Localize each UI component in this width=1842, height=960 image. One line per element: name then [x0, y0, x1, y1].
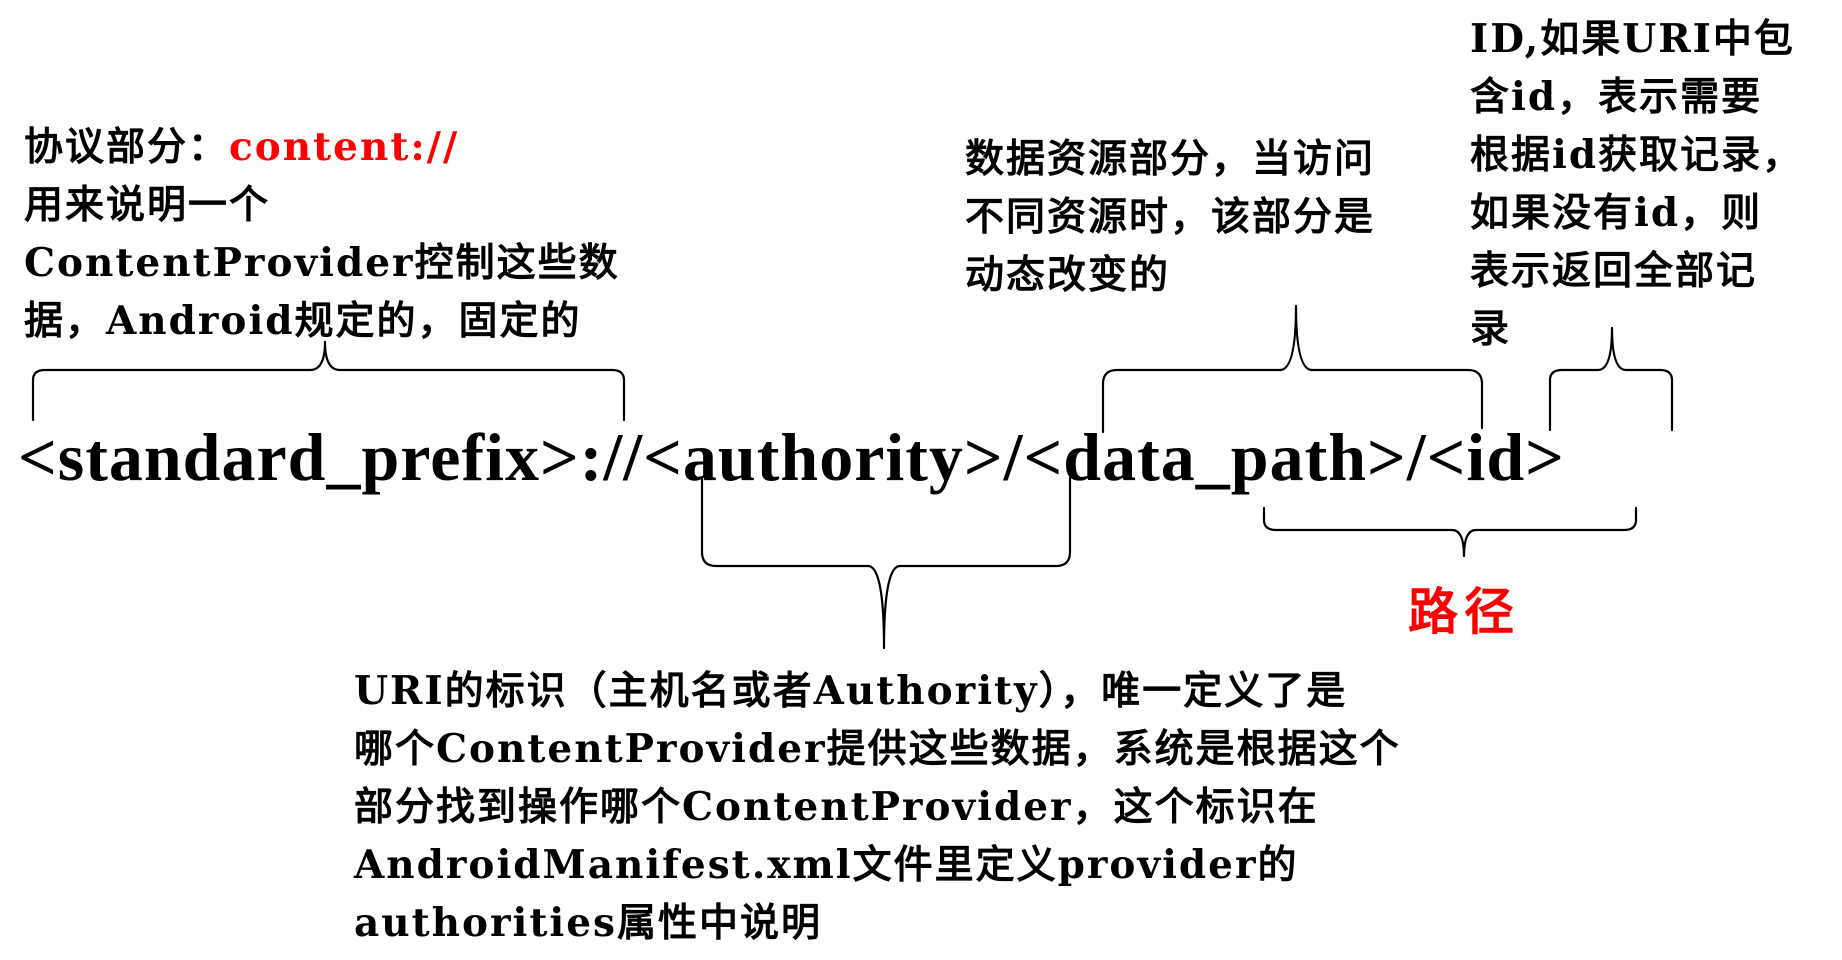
data-path-annotation: 数据资源部分，当访问 不同资源时，该部分是 动态改变的 [965, 130, 1375, 304]
protocol-annotation-line-2: 用来说明一个 [24, 182, 271, 228]
id-brace [1548, 326, 1674, 432]
path-brace [1262, 506, 1638, 558]
standard-prefix-brace [31, 340, 626, 422]
id-annotation-line-1: ID,如果URI中包 [1470, 16, 1795, 62]
id-annotation-line-2: 含id，表示需要 [1470, 74, 1763, 120]
id-annotation-line-4: 如果没有id，则 [1470, 190, 1763, 236]
authority-annotation-line-5: authorities属性中说明 [354, 900, 822, 946]
authority-annotation-line-2: 哪个ContentProvider提供这些数据，系统是根据这个 [354, 726, 1401, 772]
id-annotation-line-3: 根据id获取记录， [1470, 132, 1804, 178]
protocol-annotation-prefix: 协议部分： [24, 124, 230, 170]
authority-annotation-line-1: URI的标识（主机名或者Authority），唯一定义了是 [354, 668, 1348, 714]
protocol-annotation-line-3: ContentProvider控制这些数 [24, 240, 620, 286]
protocol-annotation: 协议部分：content:// 用来说明一个 ContentProvider控制… [24, 118, 620, 350]
protocol-annotation-line-1: 协议部分：content:// [24, 118, 620, 176]
authority-annotation-line-4: AndroidManifest.xml文件里定义provider的 [354, 842, 1299, 888]
authority-annotation: URI的标识（主机名或者Authority），唯一定义了是 哪个ContentP… [354, 662, 1401, 952]
authority-brace [700, 476, 1072, 650]
id-annotation-line-5: 表示返回全部记 [1470, 248, 1758, 294]
data-path-brace [1101, 304, 1484, 434]
protocol-scheme-highlight: content:// [229, 124, 460, 170]
data-path-annotation-line-3: 动态改变的 [965, 252, 1171, 298]
data-path-annotation-line-2: 不同资源时，该部分是 [965, 194, 1376, 240]
protocol-annotation-line-4: 据，Android规定的，固定的 [24, 298, 582, 344]
data-path-annotation-line-1: 数据资源部分，当访问 [965, 136, 1376, 182]
authority-annotation-line-3: 部分找到操作哪个ContentProvider，这个标识在 [354, 784, 1319, 830]
uri-format: <standard_prefix>://<authority>/<data_pa… [18, 419, 1565, 495]
path-label: 路径 [1408, 582, 1520, 641]
id-annotation-line-6: 录 [1470, 306, 1512, 352]
id-annotation: ID,如果URI中包 含id，表示需要 根据id获取记录， 如果没有id，则 表… [1470, 10, 1803, 358]
